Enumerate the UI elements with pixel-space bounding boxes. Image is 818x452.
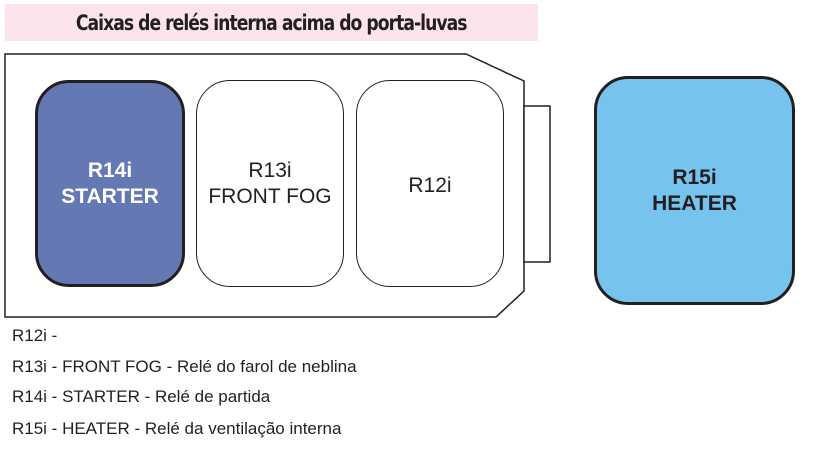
legend-item: R14i - STARTER - Relé de partida [12, 387, 271, 406]
legend-item: R15i - HEATER - Relé da ventilação inter… [12, 419, 342, 438]
legend-item: R13i - FRONT FOG - Relé do farol de nebl… [12, 357, 357, 376]
relay-id: R13i [248, 159, 292, 183]
relay-name: STARTER [61, 184, 159, 208]
relay-r15i: R15i HEATER [594, 76, 795, 305]
relay-r12i: R12i [356, 80, 504, 287]
relay-name: FRONT FOG [208, 184, 332, 208]
relay-id: R12i [408, 174, 452, 197]
diagram-title-text: Caixas de relés interna acima do porta-l… [76, 10, 468, 35]
relay-name: HEATER [652, 191, 737, 215]
relay-id: R14i [87, 159, 133, 183]
legend-item: R12i - [12, 326, 58, 345]
diagram-title: Caixas de relés interna acima do porta-l… [5, 4, 538, 41]
relay-r14i: R14i STARTER [35, 80, 185, 287]
relay-id: R15i [672, 166, 717, 190]
connector-tab [523, 105, 551, 263]
relay-r13i: R13i FRONT FOG [196, 80, 344, 287]
